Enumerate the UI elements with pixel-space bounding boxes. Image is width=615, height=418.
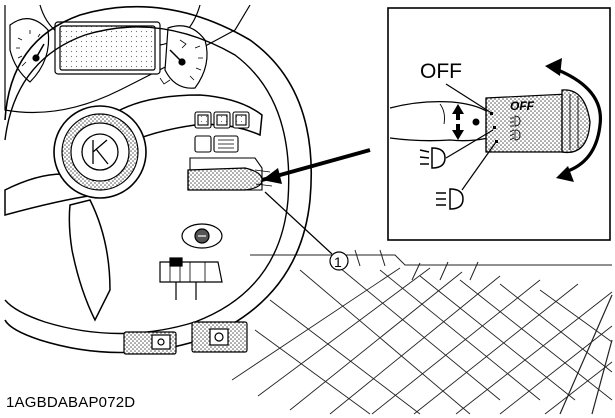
combination-switch-lever (187, 167, 273, 191)
dial-off-marking: OFF (510, 99, 535, 113)
position-dots (490, 112, 498, 143)
rotation-arrow-icon (552, 66, 603, 174)
pedals (123, 321, 248, 355)
instrument-cluster (4, 4, 251, 114)
rotary-knob (561, 89, 591, 154)
up-down-arrow-icon (452, 104, 480, 140)
floor-mat (231, 249, 613, 415)
kubota-k-logo (81, 133, 119, 171)
figure-code: 1AGBDABAP072D (6, 394, 136, 411)
lever-lamp-symbols (509, 115, 521, 141)
high-beam-headlight-icon (436, 188, 464, 210)
callout-leader (264, 191, 349, 271)
ignition-switch (181, 223, 223, 249)
steering-column (159, 257, 223, 300)
callout-number: 1 (334, 254, 342, 270)
pointer-arrow (261, 148, 371, 184)
steering-wheel (4, 5, 313, 354)
low-beam-headlight-icon (419, 147, 446, 169)
off-label: OFF (420, 60, 462, 83)
detail-inset: OFF OFF (387, 7, 611, 241)
